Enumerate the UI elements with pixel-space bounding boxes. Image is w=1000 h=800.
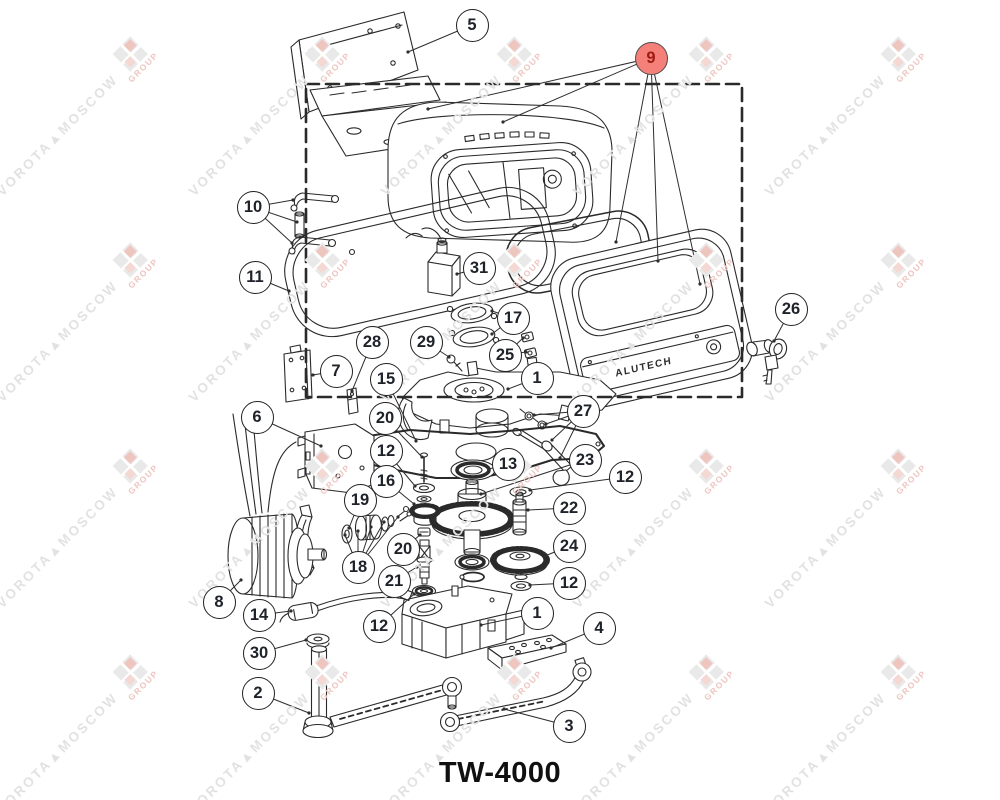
part-housing-body	[387, 101, 613, 243]
part-12-washer-center	[412, 482, 436, 494]
part-21-release-shaft	[416, 539, 433, 585]
part-1-bottom-housing	[401, 574, 525, 659]
part-22-shaft	[512, 491, 527, 536]
part-23-gear-shaft	[429, 478, 515, 583]
part-2-arm	[302, 645, 463, 739]
diagram-title: TW-4000	[438, 757, 562, 789]
part-7-bracket	[283, 344, 313, 403]
part-12-washer-lower	[510, 573, 532, 592]
part-24-output-gear	[490, 546, 550, 576]
part-31-capacitor	[421, 227, 461, 297]
part-6-bracket	[297, 423, 375, 494]
part-17-rings	[446, 302, 500, 348]
part-27-release-parts	[512, 408, 573, 486]
part-8-motor	[227, 413, 328, 599]
part-10-clamps	[288, 192, 340, 255]
part-14-cable	[279, 588, 413, 623]
highlight-dashed-box	[304, 82, 744, 399]
part-25-nuts	[520, 331, 538, 359]
part-12-bearing-bottom	[411, 584, 437, 598]
part-26-key	[746, 338, 788, 385]
part-16-pinion	[409, 495, 441, 526]
part-3-curved-arm	[439, 657, 592, 733]
